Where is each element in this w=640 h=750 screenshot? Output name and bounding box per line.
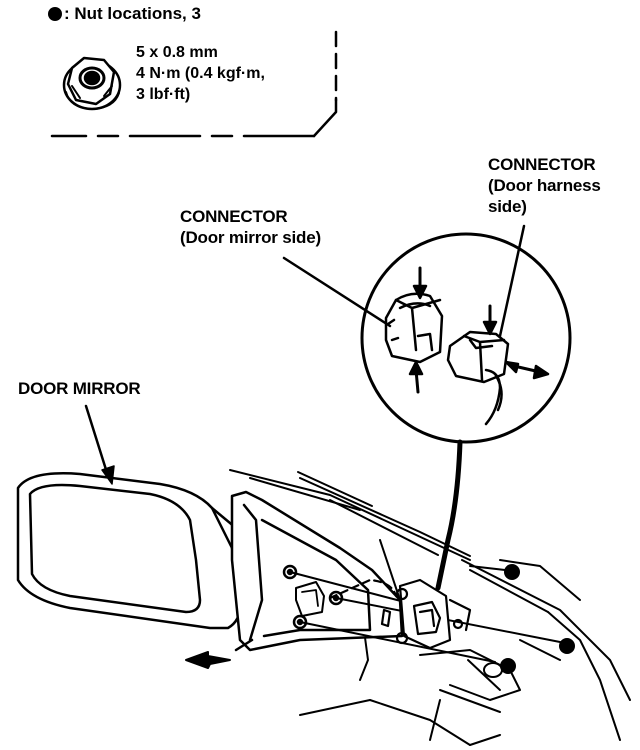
door-frame-lines [229, 469, 631, 746]
harness-side-connector [446, 304, 550, 426]
nut-torque-line1: 4 N·m (0.4 kgf·m, [136, 65, 265, 82]
nut-size: 5 x 0.8 mm [136, 44, 218, 61]
spec-box-frame [50, 30, 338, 138]
door-mount-detail [380, 578, 472, 650]
flange-nut-icon [62, 56, 122, 111]
nut-spec: 5 x 0.8 mm 4 N·m (0.4 kgf·m, 3 lbf·ft) [136, 42, 265, 105]
connector-mirror-sub: (Door mirror side) [180, 228, 321, 247]
nut-marker-upper [504, 564, 520, 580]
remove-direction-arrow [185, 651, 231, 669]
connector-harness-title: CONNECTOR [488, 155, 596, 174]
connector-mirror-title: CONNECTOR [180, 207, 288, 226]
label-door-mirror: DOOR MIRROR [18, 378, 141, 399]
nut-marker-right [559, 638, 575, 654]
mirror-side-connector [384, 266, 444, 394]
door-mirror-text: DOOR MIRROR [18, 379, 141, 398]
leader-door-mirror [84, 404, 110, 478]
connector-detail-callout [360, 232, 572, 591]
nut-legend-text: : Nut locations, 3 [64, 4, 201, 23]
label-connector-harness-side: CONNECTOR (Door harness side) [488, 154, 601, 217]
leader-harness-connector [498, 224, 526, 338]
nut-legend-dot [48, 7, 62, 21]
label-connector-mirror-side: CONNECTOR (Door mirror side) [180, 206, 321, 248]
nut-marker-lower [500, 658, 516, 674]
connector-harness-sub2: side) [488, 197, 527, 216]
nut-torque-line2: 3 lbf·ft) [136, 86, 191, 103]
leader-mirror-connector [282, 256, 392, 328]
connector-harness-sub1: (Door harness [488, 176, 601, 195]
door-mirror-assembly [16, 472, 561, 663]
nut-markers [500, 564, 575, 674]
nut-legend: : Nut locations, 3 [48, 4, 201, 24]
